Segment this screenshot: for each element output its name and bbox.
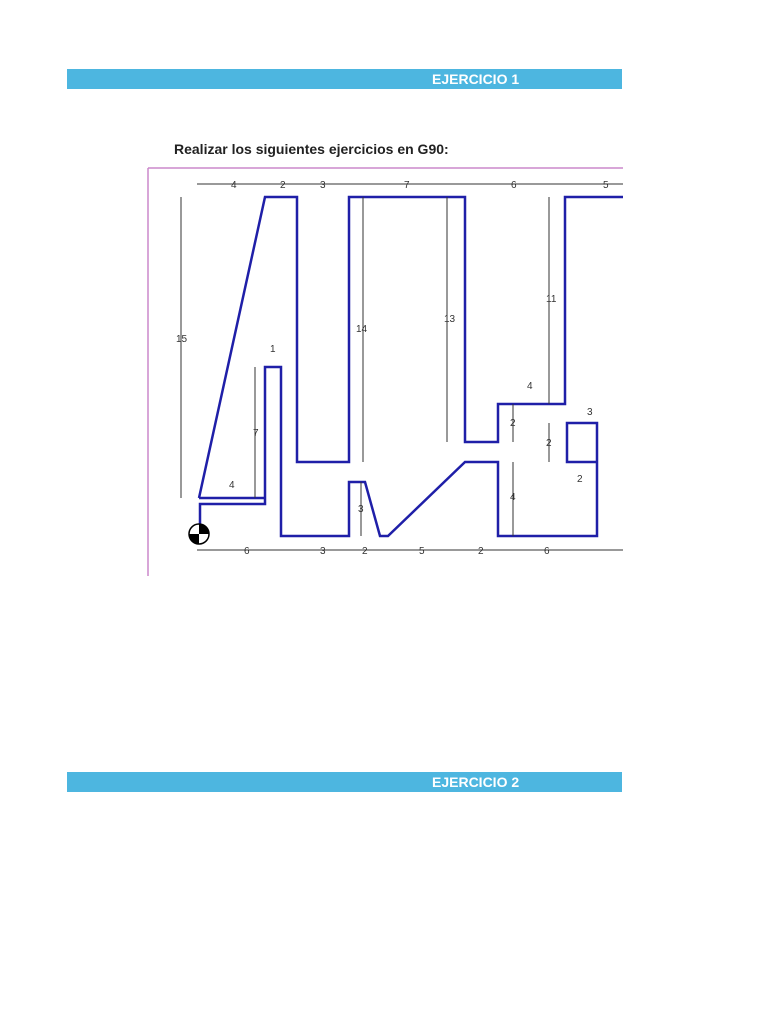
top-dim-label: 5 [603,180,609,191]
origin-marker-icon [188,523,210,545]
vertical-dim-label: 15 [176,334,188,345]
top-dim-label: 7 [404,180,410,191]
vertical-dim-label: 11 [546,294,557,305]
exercise-1-banner: EJERCICIO 1 [67,69,622,89]
outline-upper-path [197,195,623,500]
small-dim-label: 3 [587,407,593,418]
vertical-dim-label: 3 [358,504,364,515]
bottom-dim-label: 6 [544,546,550,557]
bottom-dim-label: 2 [362,546,368,557]
bottom-dim-label: 5 [419,546,425,557]
vertical-dimension-labels: 15 14 13 11 7 3 4 2 2 [176,294,557,515]
vertical-dim-label: 7 [253,428,259,439]
part-outline [197,195,623,538]
top-dim-label: 2 [280,180,286,191]
dimension-lines [180,183,623,551]
vertical-dim-label: 4 [510,492,516,503]
cnc-technical-drawing: 4 2 3 7 6 5 6 3 2 5 2 6 15 14 13 11 7 3 … [147,167,623,576]
vertical-dim-label: 14 [356,324,368,335]
instruction-text: Realizar los siguientes ejercicios en G9… [174,141,449,157]
exercise-2-title: EJERCICIO 2 [432,774,520,790]
vertical-dim-label: 2 [546,438,552,449]
top-dim-label: 3 [320,180,326,191]
bottom-dim-label: 6 [244,546,250,557]
top-dim-label: 6 [511,180,517,191]
vertical-dim-label: 2 [510,418,516,429]
vertical-dim-label: 13 [444,314,456,325]
bottom-dim-label: 2 [478,546,484,557]
exercise-1-title: EJERCICIO 1 [432,71,520,87]
small-dim-label: 4 [229,480,235,491]
small-dim-label: 1 [270,344,276,355]
small-dim-label: 4 [527,381,533,392]
top-dim-label: 4 [231,180,237,191]
exercise-2-banner: EJERCICIO 2 [67,772,622,792]
bottom-dimension-labels: 6 3 2 5 2 6 [244,546,550,557]
small-dimension-labels: 1 4 4 3 2 [229,344,593,491]
outline-lower-path [198,365,599,538]
small-dim-label: 2 [577,474,583,485]
bottom-dim-label: 3 [320,546,326,557]
top-dimension-labels: 4 2 3 7 6 5 [231,180,609,191]
